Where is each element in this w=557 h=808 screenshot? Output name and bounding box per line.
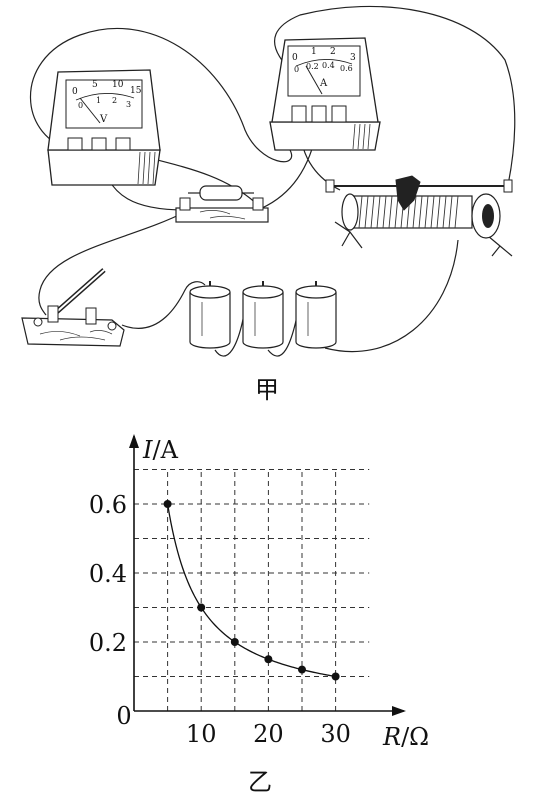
resistor-terminal-left xyxy=(179,197,191,211)
y-tick-label: 0.6 xyxy=(89,491,127,519)
knife-switch xyxy=(21,268,125,347)
ammeter-scale-arc xyxy=(295,59,353,67)
curve-layer xyxy=(166,503,336,678)
switch-clip xyxy=(85,307,97,325)
fixed-resistor xyxy=(175,185,269,223)
wire-resistor-switch xyxy=(38,211,186,316)
x-tick-label: 20 xyxy=(253,720,284,748)
rheostat-rod-clamp-left xyxy=(325,179,335,193)
switch-hinge xyxy=(47,305,59,323)
y-tick-label: 0.4 xyxy=(89,560,127,588)
battery-cells xyxy=(189,281,337,349)
data-point xyxy=(298,665,306,674)
x-axis-arrow xyxy=(392,706,406,716)
rheostat-stand-right xyxy=(487,235,513,257)
voltmeter: 0 5 10 15 0 1 2 3 V xyxy=(47,69,161,186)
wire-switch-battery xyxy=(121,281,206,329)
data-point xyxy=(264,655,273,664)
x-tick-label: 30 xyxy=(320,720,351,748)
points-layer xyxy=(163,500,340,681)
data-point xyxy=(163,500,172,508)
ammeter-dial xyxy=(287,45,361,97)
axes xyxy=(129,434,406,716)
data-point xyxy=(331,672,340,681)
rheostat-end-left xyxy=(341,193,359,231)
i-r-curve xyxy=(166,503,336,678)
x-tick-label: 10 xyxy=(186,720,217,748)
voltmeter-terminals xyxy=(67,137,131,151)
y-tick-label: 0.2 xyxy=(89,629,127,657)
ammeter-top-2: 2 xyxy=(330,47,336,57)
caption-jia: 甲 xyxy=(255,376,279,404)
caption-yi: 乙 xyxy=(248,768,272,796)
ammeter-bottom-0: 0 xyxy=(294,65,299,74)
voltmeter-bottom-2: 2 xyxy=(112,96,117,105)
ammeter-top-0: 0 xyxy=(292,53,298,63)
voltmeter-top-10: 10 xyxy=(112,80,124,90)
battery-cell-3 xyxy=(295,281,337,349)
battery-cell-2 xyxy=(242,281,284,349)
voltmeter-needle xyxy=(79,97,101,124)
ammeter-needle xyxy=(305,65,323,95)
switch-base-grain xyxy=(39,330,113,341)
resistor-terminal-right xyxy=(252,197,264,211)
wire-battery-rheostat xyxy=(324,239,459,353)
origin-label: 0 xyxy=(116,702,131,730)
ammeter-top-1: 1 xyxy=(311,47,317,57)
voltmeter-top-15: 15 xyxy=(130,86,142,96)
ir-graph: I/A R/Ω 0 10 20 30 0.2 0.4 0.6 xyxy=(89,434,429,751)
switch-terminal-right xyxy=(107,321,117,331)
ammeter-top-3: 3 xyxy=(350,53,356,63)
ammeter-bottom-04: 0.4 xyxy=(322,61,335,70)
voltmeter-dial xyxy=(65,79,143,129)
grid-lines xyxy=(134,469,370,711)
rheostat xyxy=(325,175,513,257)
data-point xyxy=(230,638,239,646)
resistor-base xyxy=(175,207,269,223)
rheostat-rod-clamp-right xyxy=(503,179,513,193)
y-axis-arrow xyxy=(129,434,139,448)
switch-terminal-left xyxy=(33,317,43,327)
ammeter-bottom-06: 0.6 xyxy=(340,64,353,73)
voltmeter-top-5: 5 xyxy=(92,80,98,90)
ammeter-terminals xyxy=(291,105,347,123)
ammeter-bottom-02: 0.2 xyxy=(306,62,319,71)
rheostat-slider xyxy=(395,175,421,211)
circuit-apparatus: 0 5 10 15 0 1 2 3 V 0 1 xyxy=(21,5,516,357)
ammeter: 0 1 2 3 0 0.2 0.4 0.6 A xyxy=(269,37,381,151)
battery-cell-1 xyxy=(189,281,231,349)
rheostat-coil-windings xyxy=(358,195,459,229)
data-point xyxy=(197,603,206,612)
ammeter-symbol: A xyxy=(319,78,328,89)
rheostat-end-right-hole xyxy=(482,204,494,228)
voltmeter-bottom-0: 0 xyxy=(78,101,83,110)
voltmeter-top-0: 0 xyxy=(72,87,78,97)
resistor-body xyxy=(199,185,243,201)
tick-labels: 10 20 30 0.2 0.4 0.6 xyxy=(89,491,351,748)
y-axis-label: I/A xyxy=(142,436,179,464)
voltmeter-bottom-3: 3 xyxy=(126,100,131,109)
voltmeter-bottom-1: 1 xyxy=(96,96,101,105)
rheostat-stand-left xyxy=(334,221,363,249)
x-axis-label: R/Ω xyxy=(382,723,429,751)
voltmeter-symbol: V xyxy=(99,114,108,125)
switch-base xyxy=(21,317,125,347)
resistor-base-grain xyxy=(199,210,246,220)
wire-voltmeter-loop xyxy=(30,27,293,163)
